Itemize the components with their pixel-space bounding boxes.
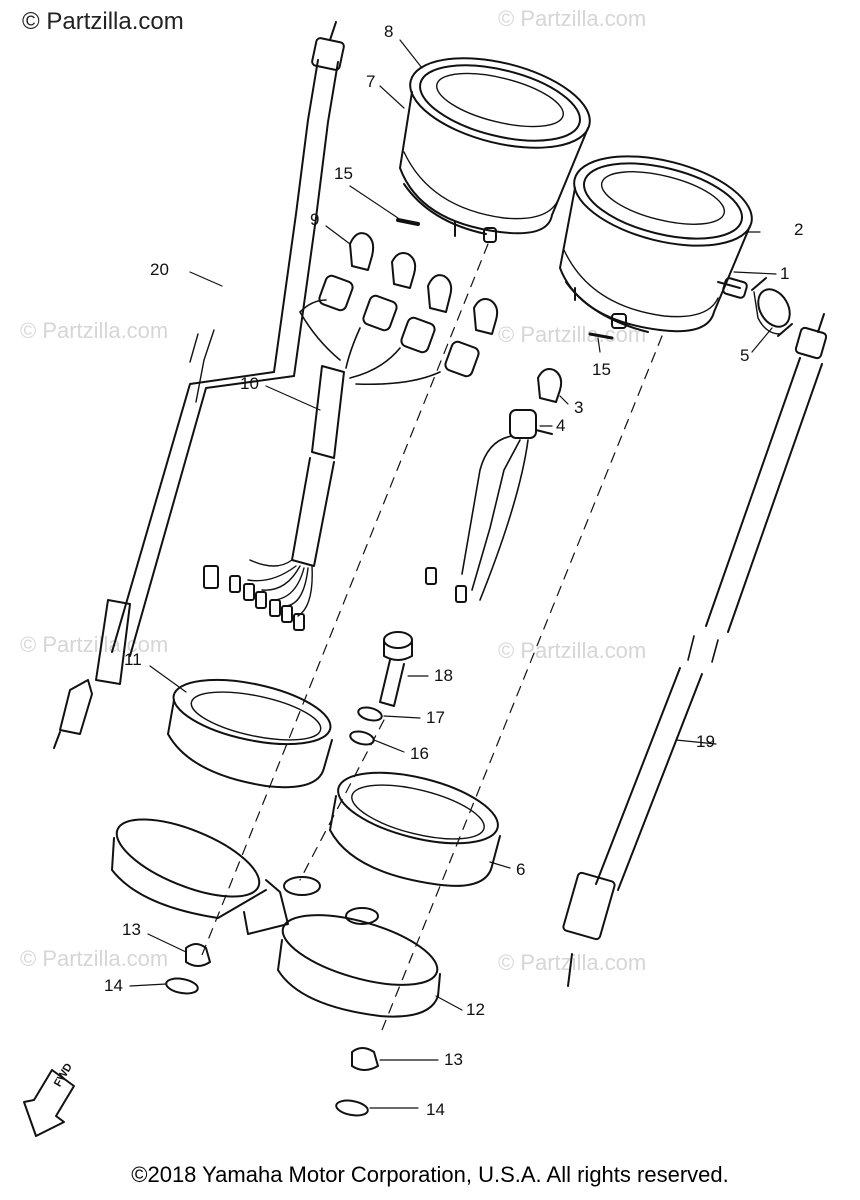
callout-11: 11 <box>124 650 142 669</box>
callout-1: 1 <box>780 264 790 283</box>
callout-20: 20 <box>150 260 169 279</box>
meter-assembly-right <box>559 155 753 333</box>
callout-5: 5 <box>740 346 750 365</box>
watermark: © Partzilla.com <box>498 322 647 347</box>
callout-4: 4 <box>556 416 566 435</box>
watermark: © Partzilla.com <box>20 318 169 343</box>
callout-9: 9 <box>310 210 320 229</box>
indicator-socket <box>425 368 563 603</box>
callout-18: 18 <box>434 666 453 685</box>
callout-17: 17 <box>426 708 445 727</box>
callout-15-lower: 15 <box>592 360 611 379</box>
callout-3: 3 <box>574 398 584 417</box>
callout-2: 2 <box>794 220 804 239</box>
callout-8: 8 <box>384 22 394 41</box>
watermark: © Partzilla.com <box>498 6 647 31</box>
meter-cover-left <box>167 678 333 789</box>
cable-right <box>562 313 828 987</box>
callout-14-left: 14 <box>104 976 123 995</box>
callout-12: 12 <box>466 1000 485 1019</box>
callout-16: 16 <box>410 744 429 763</box>
forward-arrow-icon <box>23 1069 75 1137</box>
leader-lines <box>129 39 777 1109</box>
meter-cover-right <box>329 771 501 887</box>
callout-7: 7 <box>366 72 376 91</box>
callout-14-lower: 14 <box>426 1100 445 1119</box>
bolt-and-washers <box>349 631 413 746</box>
screw-upper <box>396 218 420 226</box>
cable-left <box>53 21 345 749</box>
callout-13-left: 13 <box>122 920 141 939</box>
callout-6: 6 <box>516 860 526 879</box>
copyright-footer: ©2018 Yamaha Motor Corporation, U.S.A. A… <box>131 1162 729 1187</box>
watermark: © Partzilla.com <box>498 638 647 663</box>
watermark-top-left: © Partzilla.com <box>22 8 184 35</box>
screw-lower <box>588 332 614 340</box>
watermark: © Partzilla.com <box>20 632 169 657</box>
watermark: © Partzilla.com <box>20 946 169 971</box>
bulbs <box>349 232 499 335</box>
reset-knob <box>751 277 793 337</box>
wire-harness <box>203 274 480 631</box>
callout-10: 10 <box>240 374 259 393</box>
meter-bracket <box>111 818 441 1018</box>
callout-15-upper: 15 <box>334 164 353 183</box>
callout-19: 19 <box>696 732 715 751</box>
grommets-and-washers <box>165 943 379 1117</box>
callout-13-lower: 13 <box>444 1050 463 1069</box>
meter-assembly-left <box>399 57 591 243</box>
